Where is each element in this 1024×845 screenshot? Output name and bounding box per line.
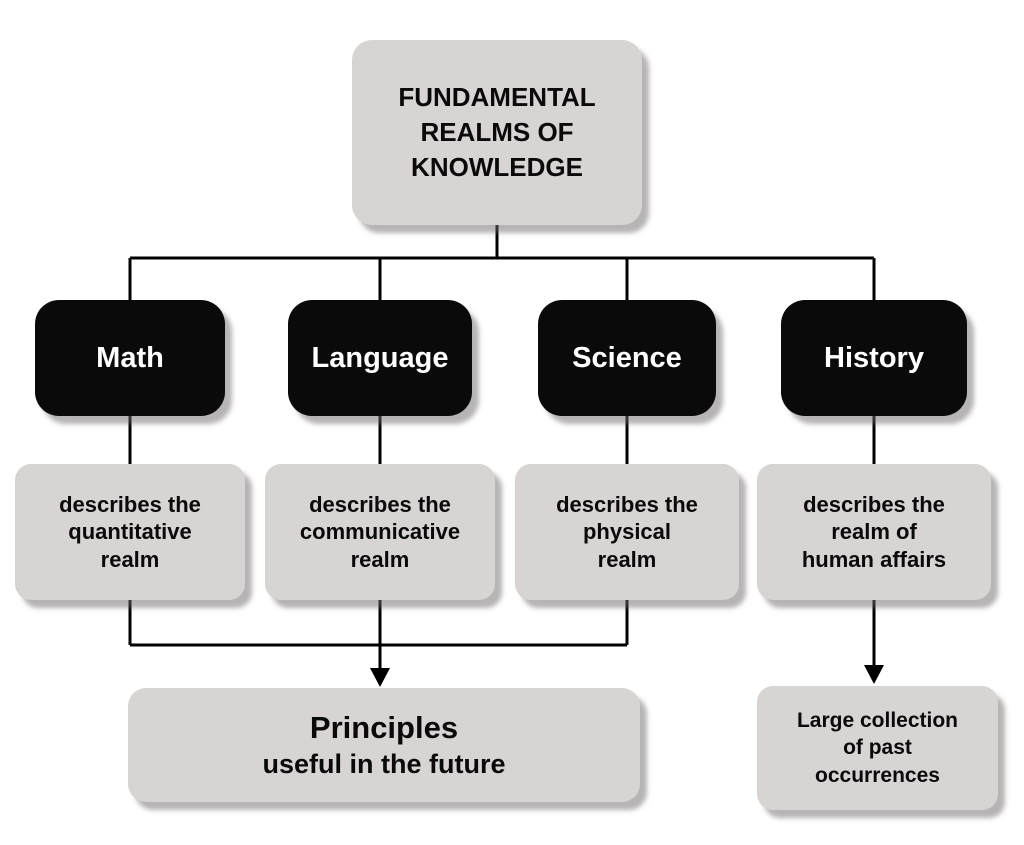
description-node-science: describes the physical realm [515,464,739,600]
realm-node-science: Science [538,300,716,416]
history-outcome-node: Large collection of past occurrences [757,686,998,810]
realm-node-history: History [781,300,967,416]
principles-arrowhead-icon [370,668,390,687]
title-node: FUNDAMENTAL REALMS OF KNOWLEDGE [352,40,642,225]
description-node-history: describes the realm of human affairs [757,464,991,600]
history-arrowhead-icon [864,665,884,684]
principles-title: Principles [309,710,459,746]
principles-node: Principles useful in the future [128,688,640,802]
principles-subtitle: useful in the future [262,749,506,780]
realm-node-language: Language [288,300,472,416]
description-node-math: describes the quantitative realm [15,464,245,600]
realm-node-math: Math [35,300,225,416]
description-node-language: describes the communicative realm [265,464,495,600]
